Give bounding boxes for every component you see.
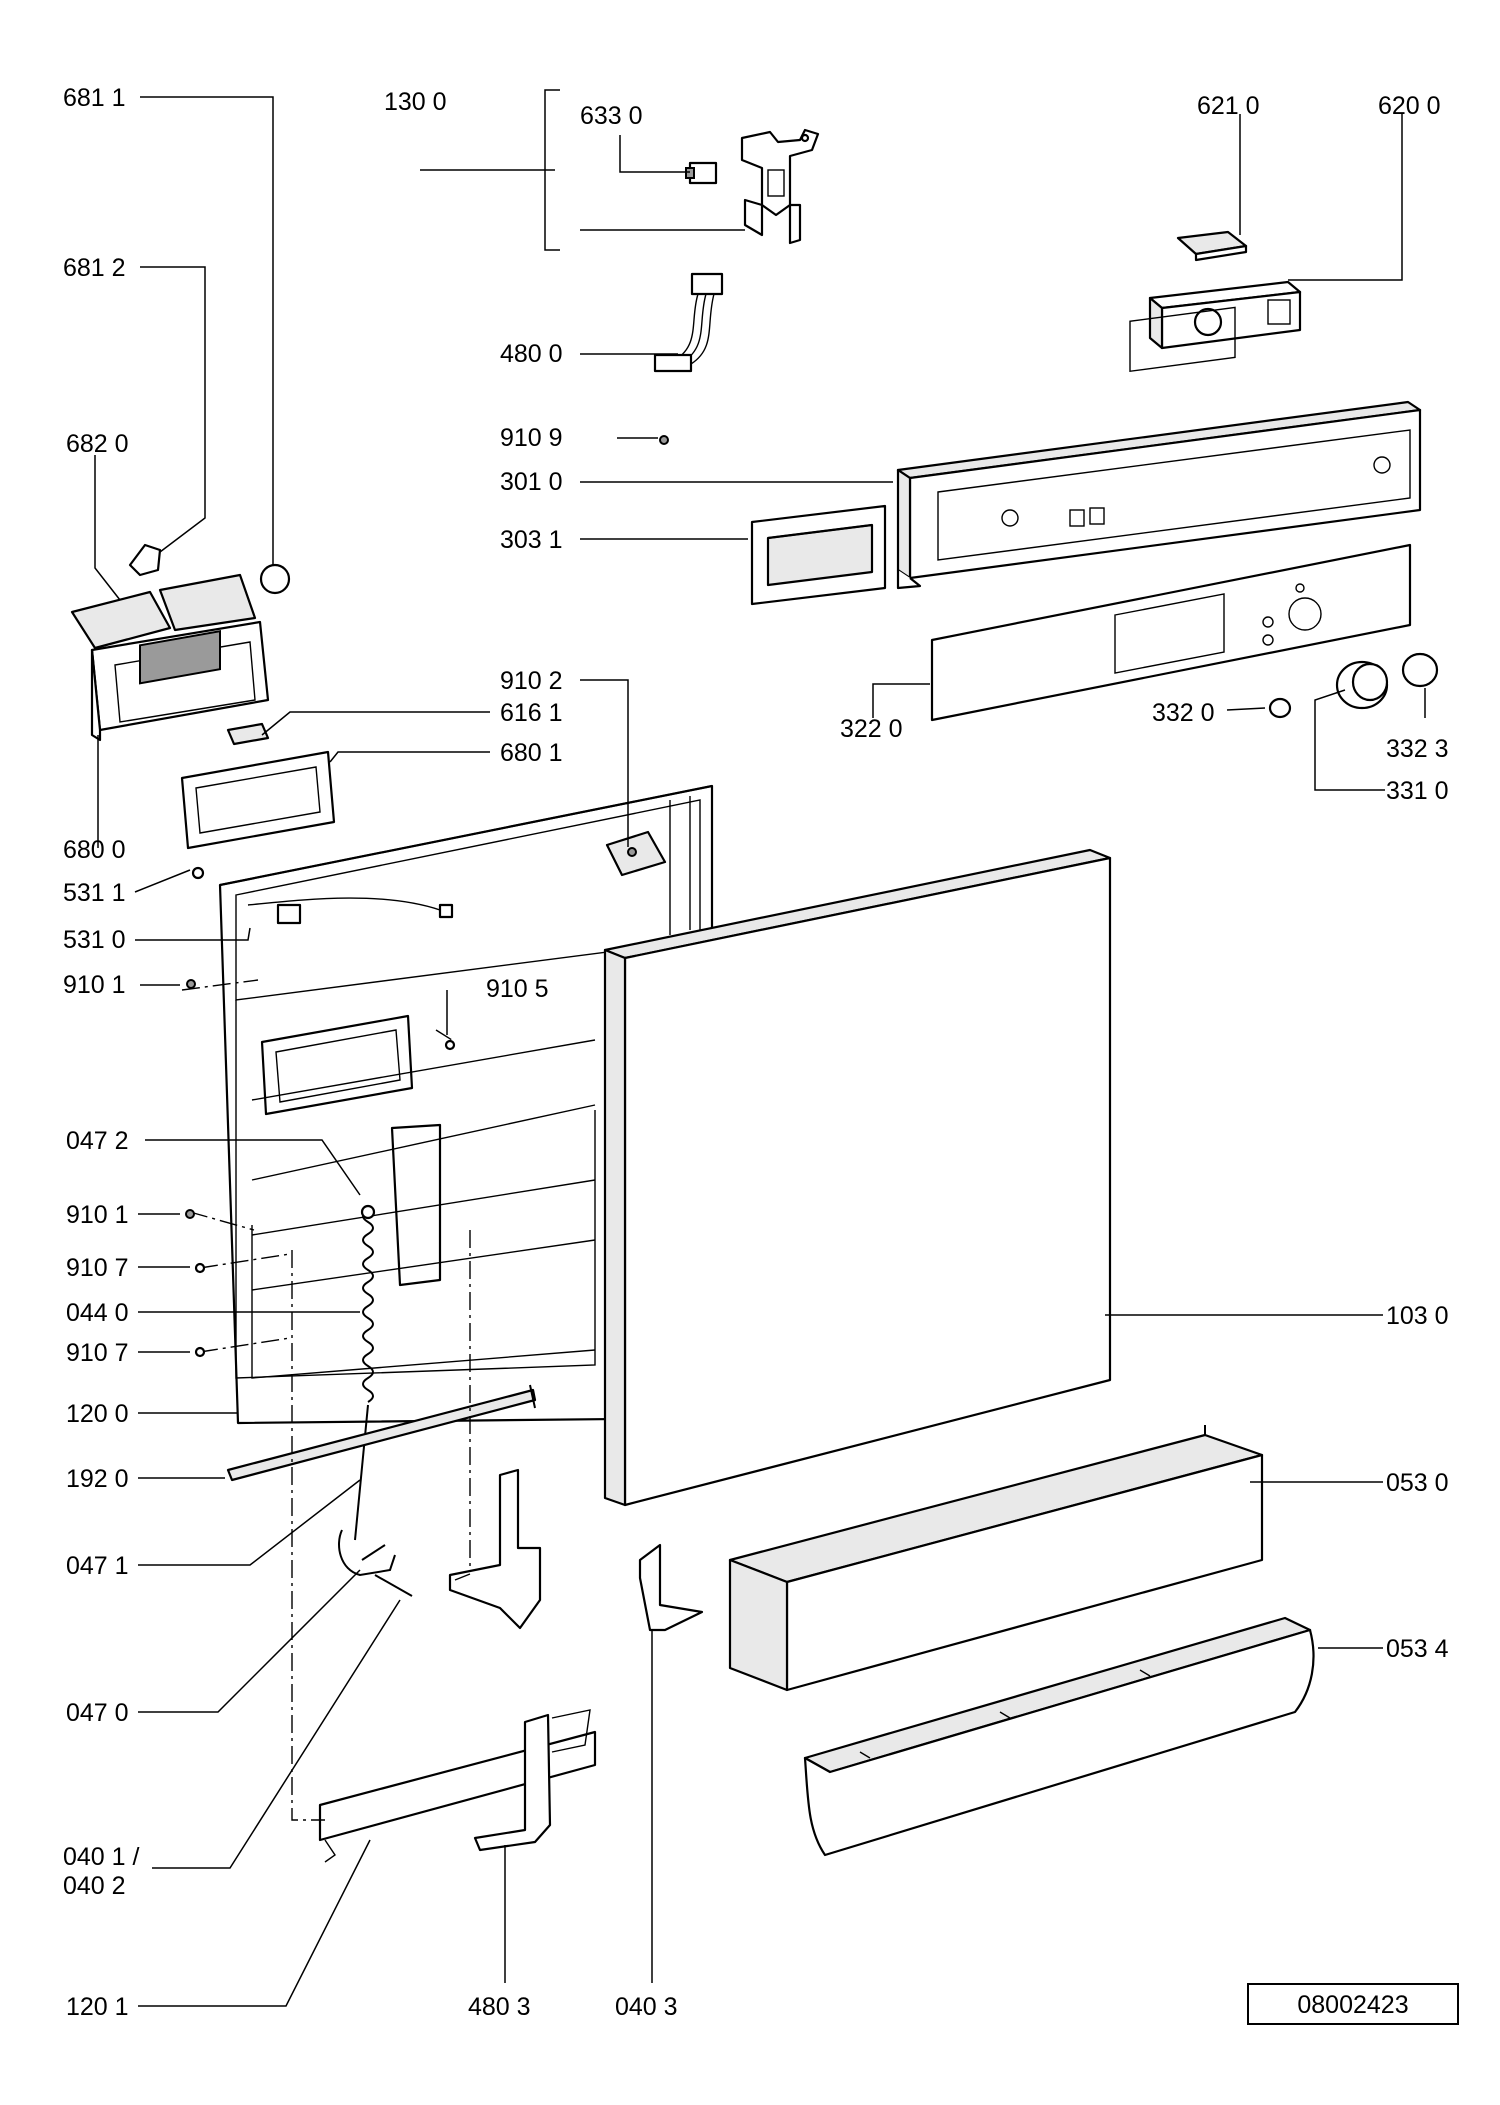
label-480-3: 480 3 (468, 1993, 531, 2021)
drawing-number: 08002423 (1297, 1991, 1408, 2019)
part-103-0-outer-door (603, 848, 1112, 1507)
part-681-2-clip (128, 543, 162, 577)
part-labels: 681 1 130 0 633 0 621 0 620 0 681 2 480 … (63, 84, 1449, 2021)
label-120-0: 120 0 (66, 1400, 129, 1428)
label-332-0: 332 0 (1152, 699, 1215, 727)
part-303-1-display-window (750, 504, 887, 606)
label-910-5: 910 5 (486, 975, 549, 1003)
part-120-0-inner-door (218, 784, 714, 1425)
label-047-1: 047 1 (66, 1552, 129, 1580)
label-303-1: 303 1 (500, 526, 563, 554)
label-130-0: 130 0 (384, 88, 447, 116)
label-044-0: 044 0 (66, 1299, 129, 1327)
part-130-0-bracket (740, 128, 820, 245)
label-682-0: 682 0 (66, 430, 129, 458)
label-681-2: 681 2 (63, 254, 126, 282)
spring-icon (354, 1204, 376, 1541)
part-633-0-connector (685, 161, 718, 185)
label-910-2: 910 2 (500, 667, 563, 695)
label-681-1: 681 1 (63, 84, 126, 112)
label-331-0: 331 0 (1386, 777, 1449, 805)
label-680-0: 680 0 (63, 836, 126, 864)
label-040-2: 040 2 (63, 1872, 126, 1900)
label-332-3: 332 3 (1386, 735, 1449, 763)
label-047-0: 047 0 (66, 1699, 129, 1727)
label-910-1-b: 910 1 (66, 1201, 129, 1229)
screw-icon (185, 866, 456, 1358)
label-040-3: 040 3 (615, 1993, 678, 2021)
knob-icon (1268, 697, 1292, 719)
label-103-0: 103 0 (1386, 1302, 1449, 1330)
part-480-3-bracket (473, 1709, 591, 1852)
label-301-0: 301 0 (500, 468, 563, 496)
label-531-0: 531 0 (63, 926, 126, 954)
part-480-0-harness (653, 272, 724, 373)
label-910-1-a: 910 1 (63, 971, 126, 999)
label-633-0: 633 0 (580, 102, 643, 130)
label-621-0: 621 0 (1197, 92, 1260, 120)
part-681-1-cap (259, 563, 291, 595)
label-192-0: 192 0 (66, 1465, 129, 1493)
label-910-9: 910 9 (500, 424, 563, 452)
label-053-4: 053 4 (1386, 1635, 1449, 1663)
label-910-7-b: 910 7 (66, 1339, 129, 1367)
label-620-0: 620 0 (1378, 92, 1441, 120)
hinge-icon (605, 830, 667, 877)
part-hinge-bracket (448, 1468, 542, 1630)
part-047-hinge-arm (338, 1529, 413, 1597)
part-040-3-corner-bracket (638, 1543, 704, 1632)
part-322-0-front-panel (930, 543, 1412, 722)
part-053-4-lower-trim (803, 1616, 1315, 1857)
label-040-1: 040 1 / (63, 1843, 140, 1871)
leader-lines (94, 89, 1426, 2007)
part-332-3-knob-cap (1401, 652, 1439, 688)
label-910-7-a: 910 7 (66, 1254, 129, 1282)
drawing-number-box: 08002423 (1247, 1983, 1459, 2025)
part-680-1-seal (180, 750, 336, 850)
part-192-0-rail (226, 1384, 537, 1482)
label-047-2: 047 2 (66, 1127, 129, 1155)
part-053-0-kick-plate (728, 1425, 1264, 1692)
part-301-0-control-panel (896, 306, 1422, 590)
part-621-0-module (1176, 230, 1248, 262)
part-620-0-control-module (1148, 280, 1302, 350)
part-616-1-latch (226, 722, 270, 746)
screw-icon (659, 435, 669, 445)
label-616-1: 616 1 (500, 699, 563, 727)
label-322-0: 322 0 (840, 715, 903, 743)
part-331-0-knob (1335, 660, 1389, 710)
part-680-0-dispenser (70, 573, 270, 742)
label-480-0: 480 0 (500, 340, 563, 368)
label-120-1: 120 1 (66, 1993, 129, 2021)
assembly-lines (181, 979, 471, 1821)
label-531-1: 531 1 (63, 879, 126, 907)
label-053-0: 053 0 (1386, 1469, 1449, 1497)
label-680-1: 680 1 (500, 739, 563, 767)
